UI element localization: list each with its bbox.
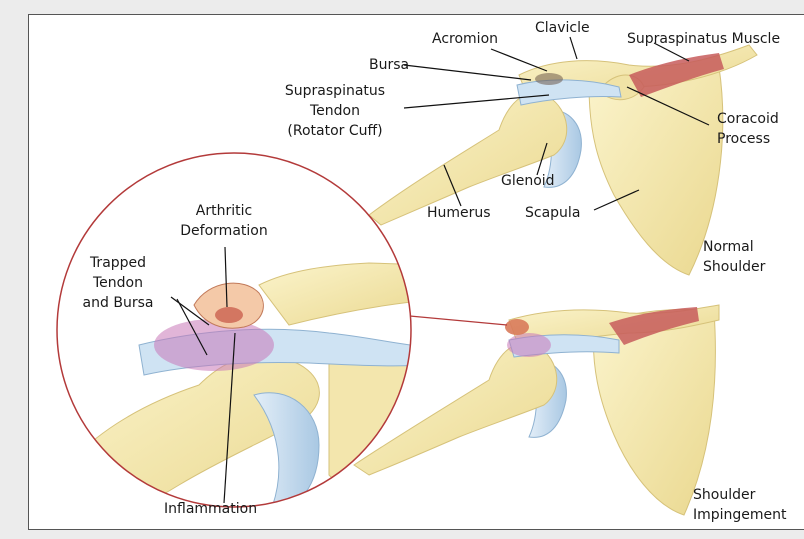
label-normal-2: Shoulder [703,257,765,277]
label-arthritic-1: Arthritic [164,201,284,221]
zoom-inflammation [154,319,274,371]
impinged-spur [505,319,529,335]
impinged-inflammation [507,333,551,357]
label-inflammation: Inflammation [164,499,257,519]
label-coracoid-2: Process [717,129,770,149]
label-normal-1: Normal [703,237,754,257]
label-supraspinatus-tendon-3: (Rotator Cuff) [275,121,395,141]
label-acromion: Acromion [432,29,498,49]
normal-shoulder-illustration [369,45,757,275]
label-scapula: Scapula [525,203,580,223]
diagram-frame: Acromion Clavicle Supraspinatus Muscle B… [28,14,804,530]
label-trapped-3: and Bursa [73,293,163,313]
label-supraspinatus-tendon-1: Supraspinatus [275,81,395,101]
label-coracoid-1: Coracoid [717,109,779,129]
label-impingement-2: Impingement [693,505,787,525]
label-supraspinatus-tendon-2: Tendon [275,101,395,121]
label-supraspinatus-muscle: Supraspinatus Muscle [627,29,780,49]
leader-bursa [404,65,531,80]
label-humerus: Humerus [427,203,491,223]
zoom-connector-line [399,315,507,325]
label-impingement-1: Shoulder [693,485,755,505]
label-clavicle: Clavicle [535,18,590,38]
label-glenoid: Glenoid [501,171,555,191]
leader-acromion [491,49,547,71]
zoom-scapula [329,341,419,515]
label-bursa: Bursa [369,55,409,75]
normal-bursa [535,73,563,85]
label-arthritic-2: Deformation [164,221,284,241]
label-trapped-1: Trapped [73,253,163,273]
label-trapped-2: Tendon [73,273,163,293]
leader-clavicle [570,37,577,59]
